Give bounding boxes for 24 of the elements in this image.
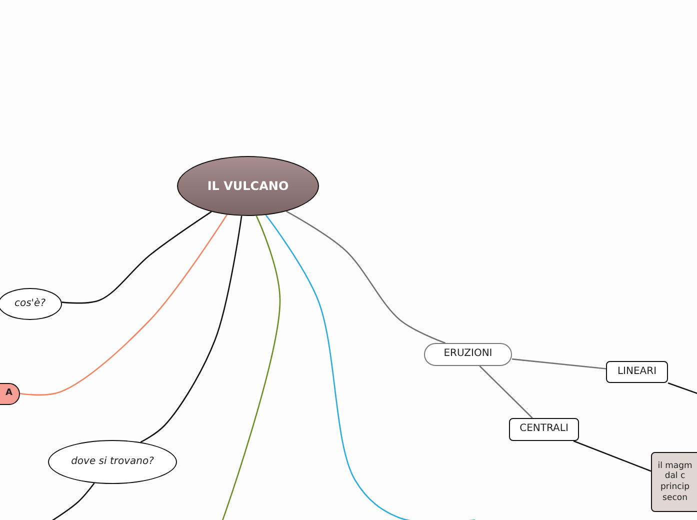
connector-line [221, 216, 281, 520]
connector-line [512, 358, 606, 370]
topic-label: ERUZIONI [444, 348, 492, 361]
connector-line [265, 214, 476, 520]
connector-line [573, 440, 652, 472]
topic-label: IL VULCANO [207, 178, 289, 194]
topic-label: cos'è? [14, 298, 46, 310]
subtopic-box [606, 361, 668, 383]
topic-label: A [6, 388, 12, 400]
topic-pill [424, 343, 512, 366]
connector-line [62, 211, 212, 304]
description-box [651, 452, 697, 512]
connector-line [286, 210, 446, 344]
node-label: LINEARI [617, 366, 657, 378]
connector-line [668, 382, 697, 395]
node-label: CENTRALI [520, 423, 568, 436]
connector-line [479, 366, 533, 418]
subtopic-box [509, 418, 579, 441]
connector-line [50, 482, 95, 520]
connector-line [20, 214, 228, 396]
connector-line [140, 216, 242, 443]
topic-label: dove si trovano? [71, 456, 154, 468]
question-ellipse [0, 288, 62, 320]
node-label: il magm dal c princip secon [656, 460, 694, 504]
